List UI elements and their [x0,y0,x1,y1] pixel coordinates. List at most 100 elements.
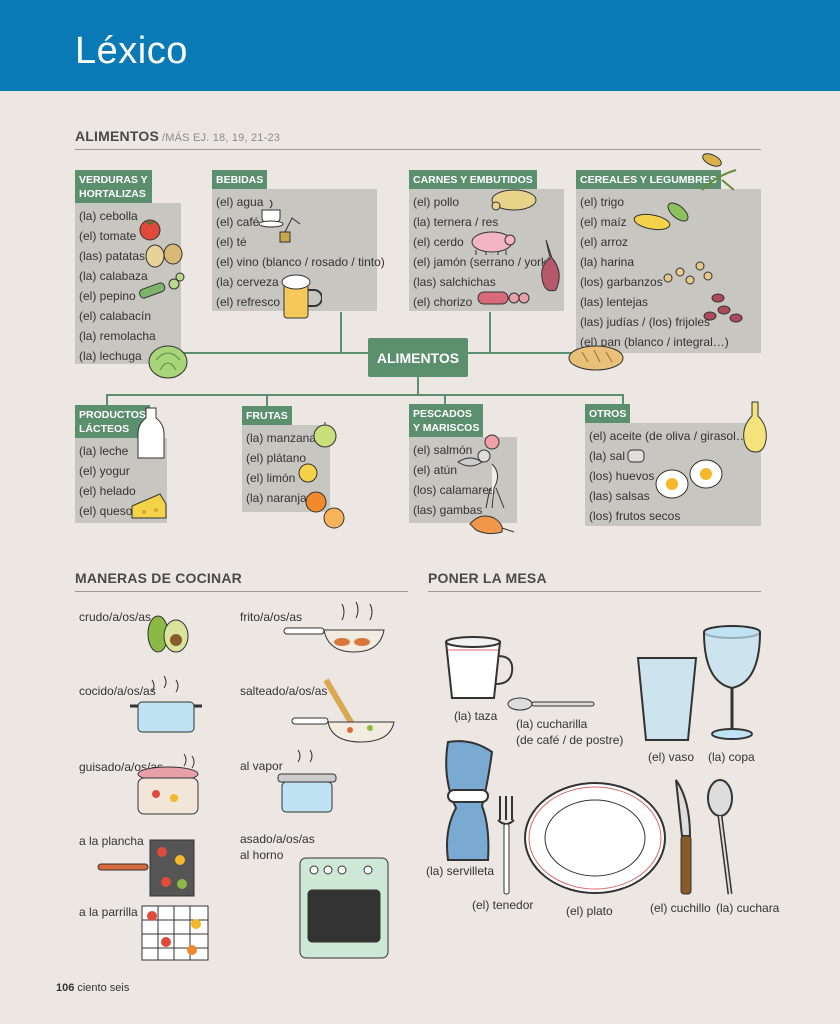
frying-pan-icon [283,601,385,653]
cocido-label: cocido/a/os/as [79,684,156,698]
knife-icon [675,779,692,895]
beans-icon [703,293,743,323]
list-item: (el) chorizo [413,295,473,309]
vapor-label: al vapor [240,759,283,773]
taza-label: (la) taza [454,709,498,723]
milk-bottle-icon [137,407,165,459]
list-item: (el) queso [79,504,133,518]
list-item: (la) manzana [246,431,317,445]
list-item: (la) ternera / res [413,215,499,229]
asado-label-line2: al horno [240,848,284,862]
plancha-label: a la plancha [79,834,144,848]
list-item: (la) calabaza [79,269,148,283]
connector-line [106,394,108,406]
lettuce-icon [148,345,188,379]
list-item: (la) harina [580,255,635,269]
frito-label: frito/a/os/as [240,610,303,624]
list-item: (la) cerveza [216,275,279,289]
list-item: (el) tomate [79,229,137,243]
connector-line [340,312,342,352]
list-item: (los) frutos secos [589,509,681,523]
saute-pan-icon [291,678,395,743]
oven-icon [299,857,389,959]
list-item: (el) arroz [580,235,629,249]
list-item: (la) sal [589,449,626,463]
crudo-label: crudo/a/os/as [79,610,152,624]
wine-glass-icon [703,625,761,740]
squid-icon [485,463,505,509]
potatoes-icon [145,243,183,268]
category-items-box: (el) agua (el) café (el) té (el) vino (b… [212,189,385,311]
chickpeas-icon [663,261,713,285]
avocado-icon [147,615,189,653]
category-label-line: PRODUCTOS [79,409,146,421]
list-item: (el) refresco [216,295,281,309]
list-item: (el) café [216,215,260,229]
beer-icon [281,274,322,319]
page-header: Léxico [0,0,840,91]
list-item: (la) leche [79,444,129,458]
bread-icon [568,345,624,371]
oil-bottle-icon [743,401,767,453]
list-item: (las) judías / (los) frijoles [580,315,711,329]
list-item: (el) helado [79,484,136,498]
list-item: (el) salmón [413,443,473,457]
copa-label: (la) copa [708,750,755,764]
pot-icon [130,675,202,733]
list-item: (el) té [216,235,247,249]
category-bebidas: BEBIDAS (el) agua (el) café (el) té (el)… [212,170,385,311]
connector-line [266,394,268,406]
connector-line [417,377,419,395]
salt-shaker-icon [627,449,645,463]
parrilla-label: a la parrilla [79,905,138,919]
apple-icon [313,422,337,448]
list-item: (los) calamares [413,483,496,497]
connector-line [181,352,369,354]
cucharilla-label-line1: (la) cucharilla [516,717,588,731]
list-item: (el) aceite (de oliva / girasol…) [589,429,752,443]
list-item: (las) lentejas [580,295,649,309]
chicken-icon [491,189,537,211]
list-item: (el) vino (blanco / rosado / tinto) [216,255,385,269]
category-label: BEBIDAS [212,170,268,189]
steamer-icon [277,749,337,813]
list-item: (el) limón [246,471,296,485]
casserole-icon [137,753,199,815]
lemon-icon [298,463,318,483]
category-label: CARNES Y EMBUTIDOS [409,170,537,189]
pig-icon [471,231,516,255]
list-item: (la) remolacha [79,329,156,343]
glass-icon [636,657,698,741]
alimentos-center-box: ALIMENTOS [368,338,468,377]
list-item: (las) salsas [589,489,650,503]
teaspoon-icon [507,697,595,711]
alimentos-section-title: ALIMENTOS/MÁS EJ. 18, 19, 21-23 [75,128,280,144]
category-items-box: (la) cebolla (el) tomate (las) patatas (… [75,203,181,364]
corn-icon [633,202,689,231]
page-number-text: ciento seis [77,982,130,994]
coffee-tea-icon [258,199,301,243]
page-number: 106 [56,982,75,994]
eggs-icon [655,459,723,499]
category-label-line: Y MARISCOS [413,422,480,434]
list-item: (la) cebolla [79,209,138,223]
cuchillo-label: (el) cuchillo [650,901,711,915]
category-label-line: HORTALIZAS [79,188,146,200]
category-carnes: CARNES Y EMBUTIDOS (el) pollo (la) terne… [409,170,564,311]
plate-icon [524,782,666,894]
list-item: (las) salchichas [413,275,496,289]
cheese-icon [131,493,167,519]
cucharilla-label-line2: (de café / de postre) [516,733,624,747]
alimentos-title: ALIMENTOS [75,128,159,144]
cocinar-rule [75,591,408,592]
list-item: (los) huevos [589,469,655,483]
cup-icon [444,636,514,699]
list-item: (el) jamón (serrano / york) [413,255,552,269]
category-label: CEREALES Y LEGUMBRES [576,170,721,189]
list-item: (el) agua [216,195,264,209]
list-item: (el) calabacín [79,309,152,323]
